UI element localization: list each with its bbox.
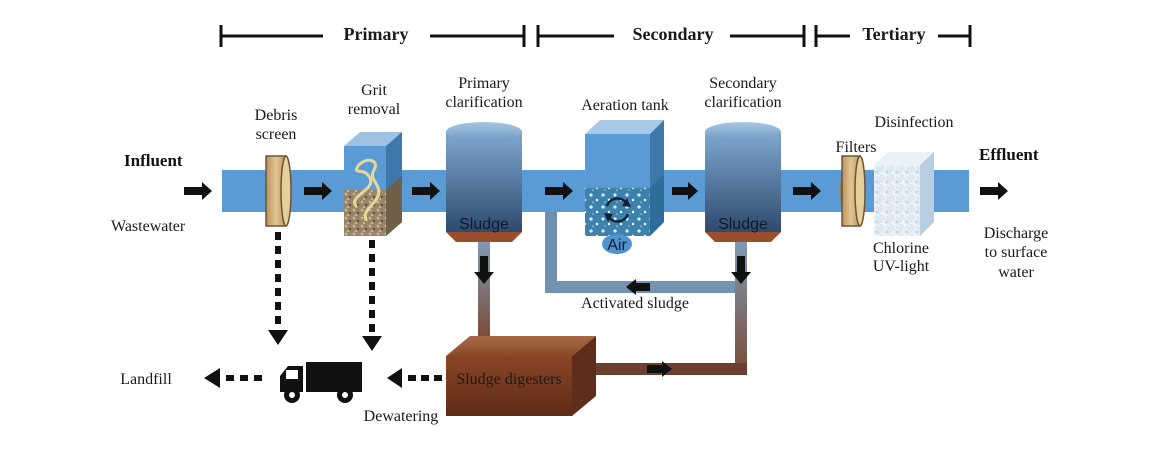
sludge-digesters-label: Sludge digesters [456,371,561,388]
primary-clarification-label-line2: clarification [445,94,522,111]
landfill-arrow [204,368,262,388]
flow-arrow [304,182,332,200]
primary-clarification-label-line1: Primary [458,75,510,92]
return-arrow [626,279,650,295]
effluent-label: Effluent [979,145,1039,164]
aeration-cycle-icon [604,197,631,223]
stage-label-primary: Primary [344,24,409,44]
secondary-clarifier: Sludge [705,122,781,242]
sludge-down-arrow [474,256,494,284]
waste-dotted-lines [268,232,382,351]
stage-label-secondary: Secondary [633,24,714,44]
air-bubble [602,234,632,254]
tertiary-filter [840,155,866,227]
sludge-down-arrow [731,256,751,284]
truck-icon [280,362,362,403]
uv-light-label: UV-light [873,258,930,275]
landfill-label: Landfill [120,371,172,388]
flow-arrow [793,182,821,200]
primary-clarifier: Sludge [446,122,522,242]
aeration-tank: Air [585,120,664,254]
flow-arrow [672,182,698,200]
debris-screen-label-line2: screen [256,126,297,143]
stage-bracket-primary: Primary [219,24,526,47]
flow-arrow [980,182,1008,200]
flow-arrow [184,182,212,200]
secondary-sludge-label: Sludge [718,216,768,233]
primary-sludge-label: Sludge [459,216,509,233]
discharge-label-line3: water [998,264,1034,281]
activated-sludge-label: Activated sludge [581,295,689,312]
stage-label-tertiary: Tertiary [862,24,925,44]
filters-label: Filters [836,139,877,156]
debris-screen-label-line1: Debris [255,107,298,124]
dewatering-label: Dewatering [364,408,439,425]
grit-removal-chamber [344,132,402,236]
debris-screen [265,155,292,227]
discharge-label-line1: Discharge [984,225,1049,242]
grit-removal-label-line2: removal [348,101,401,118]
grit-coil-icon [353,158,381,222]
flow-arrow [545,182,573,200]
flow-arrow [412,182,440,200]
aeration-tank-label: Aeration tank [581,97,669,114]
disinfection-label: Disinfection [874,114,953,131]
stage-bracket-secondary: Secondary [536,24,806,47]
stage-bracket-tertiary: Tertiary [814,24,972,47]
discharge-label-line2: to surface [985,244,1048,261]
dewatering-arrow [387,368,442,388]
secondary-clarification-label-line1: Secondary [709,75,777,92]
secondary-clarification-label-line2: clarification [704,94,781,111]
flow-arrows [184,182,1008,377]
disinfection-unit [874,152,934,236]
grit-removal-label-line1: Grit [361,82,387,99]
digester-line-arrow [647,361,672,377]
sludge-digesters: Sludge digesters [446,336,596,416]
wastewater-label: Wastewater [111,218,186,235]
influent-label: Influent [124,151,183,170]
air-label: Air [607,237,627,254]
chlorine-label: Chlorine [873,240,929,257]
